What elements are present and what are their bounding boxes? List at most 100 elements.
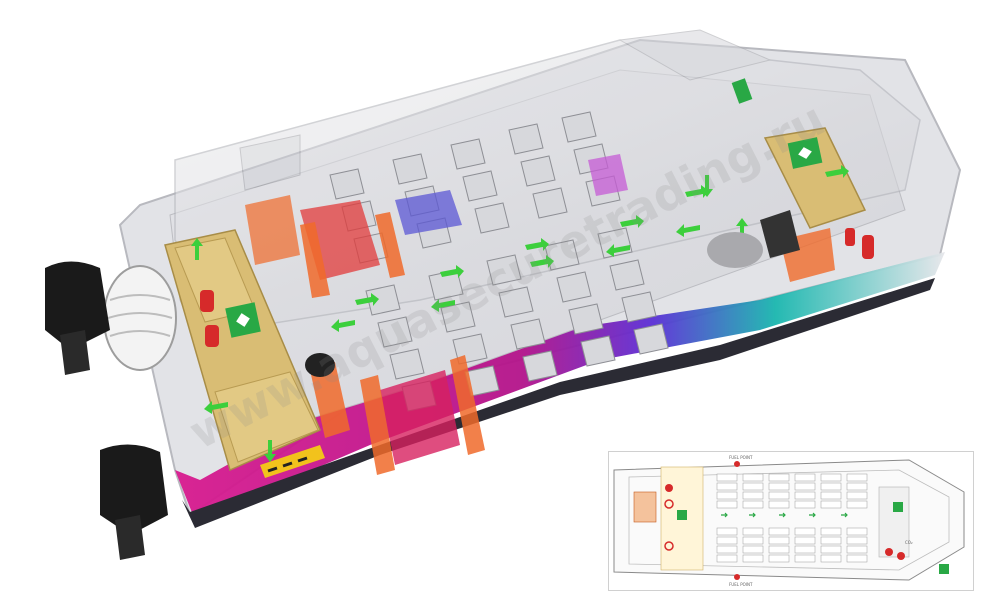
plan-seat xyxy=(742,491,764,500)
seat xyxy=(389,348,425,380)
seat xyxy=(556,271,592,303)
seat xyxy=(532,187,568,219)
plan-seat xyxy=(820,545,842,554)
plan-seat xyxy=(742,500,764,509)
seat xyxy=(580,335,616,367)
plan-seat xyxy=(768,482,790,491)
exit-arrow-icon xyxy=(685,185,709,198)
seat xyxy=(365,284,401,316)
plan-seat xyxy=(794,500,816,509)
plan-seat xyxy=(742,482,764,491)
plan-seat xyxy=(742,473,764,482)
seat xyxy=(377,316,413,348)
plan-seat xyxy=(716,491,738,500)
exit-arrow-icon xyxy=(525,238,549,251)
plan-seat xyxy=(794,491,816,500)
plan-seat xyxy=(768,491,790,500)
exit-arrow-icon xyxy=(701,175,713,197)
exit-arrow-icon xyxy=(204,401,228,414)
exit-arrow-icon xyxy=(736,218,748,240)
seat xyxy=(522,350,558,382)
plan-seat xyxy=(820,473,842,482)
plan-seat xyxy=(846,500,868,509)
exit-arrow-icon xyxy=(440,265,464,278)
exit-arrow-icon xyxy=(191,165,849,462)
plan-seat xyxy=(768,500,790,509)
plan-seat xyxy=(794,545,816,554)
plan-seat xyxy=(716,473,738,482)
plan-view-inset: FUEL POINT FUEL POINT CO₂ xyxy=(608,451,974,591)
exit-sign-icon xyxy=(225,78,823,338)
plan-seat xyxy=(716,545,738,554)
plan-seat xyxy=(794,482,816,491)
plan-seat xyxy=(794,536,816,545)
plan-seat xyxy=(820,482,842,491)
plan-seat xyxy=(820,500,842,509)
plan-seat xyxy=(742,527,764,536)
plan-seat xyxy=(768,527,790,536)
safety-equipment-blocks xyxy=(245,154,835,475)
plan-seat xyxy=(846,536,868,545)
plan-seat xyxy=(846,527,868,536)
seat xyxy=(450,138,486,170)
plan-seat xyxy=(820,527,842,536)
plan-seat xyxy=(742,536,764,545)
exit-arrow-icon xyxy=(264,440,276,462)
seat xyxy=(510,318,546,350)
exit-arrow-icon xyxy=(530,255,554,268)
plan-seat xyxy=(846,482,868,491)
plan-view-drawing: FUEL POINT FUEL POINT CO₂ xyxy=(613,455,965,587)
plan-seat xyxy=(846,545,868,554)
fuel-point-top-label: FUEL POINT xyxy=(729,455,753,460)
plan-seat xyxy=(742,554,764,563)
exit-arrow-icon xyxy=(191,238,203,260)
seat xyxy=(561,111,597,143)
exit-arrow-icon xyxy=(355,293,379,306)
plan-seat xyxy=(846,473,868,482)
plan-seat xyxy=(768,554,790,563)
seat xyxy=(440,301,476,333)
exit-arrow-icon xyxy=(676,224,700,237)
plan-seat xyxy=(846,554,868,563)
seat xyxy=(392,153,428,185)
plan-seat xyxy=(794,554,816,563)
exit-arrow-icon xyxy=(331,319,355,332)
seat xyxy=(568,303,604,335)
plan-seat xyxy=(768,473,790,482)
plan-seat xyxy=(768,545,790,554)
passenger-seats xyxy=(329,111,669,412)
exit-arrow-icon xyxy=(431,299,455,312)
plan-seat xyxy=(716,500,738,509)
plan-seat xyxy=(820,536,842,545)
seat xyxy=(486,254,522,286)
plan-seat xyxy=(820,491,842,500)
seat xyxy=(508,123,544,155)
helm-station xyxy=(305,210,800,377)
seat xyxy=(462,170,498,202)
plan-seat xyxy=(794,473,816,482)
exit-arrow-icon xyxy=(620,215,644,228)
seat xyxy=(474,202,510,234)
plan-seat xyxy=(716,527,738,536)
plan-seats xyxy=(716,473,868,563)
fuel-point-bottom-label: FUEL POINT xyxy=(729,582,753,587)
outboard-motor-icon xyxy=(45,261,168,560)
exit-arrow-icon xyxy=(825,165,849,178)
fire-extinguisher-icon xyxy=(200,228,874,347)
seat xyxy=(609,259,645,291)
plan-seat xyxy=(716,482,738,491)
co2-label: CO₂ xyxy=(905,540,913,545)
seat xyxy=(520,155,556,187)
seat xyxy=(498,286,534,318)
plan-seat xyxy=(716,554,738,563)
plan-seat xyxy=(716,536,738,545)
plan-seat xyxy=(742,545,764,554)
seat xyxy=(633,323,669,355)
plan-seat xyxy=(794,527,816,536)
plan-seat xyxy=(768,536,790,545)
seat xyxy=(621,291,657,323)
seat xyxy=(329,168,365,200)
exit-arrow-icon xyxy=(606,244,630,257)
